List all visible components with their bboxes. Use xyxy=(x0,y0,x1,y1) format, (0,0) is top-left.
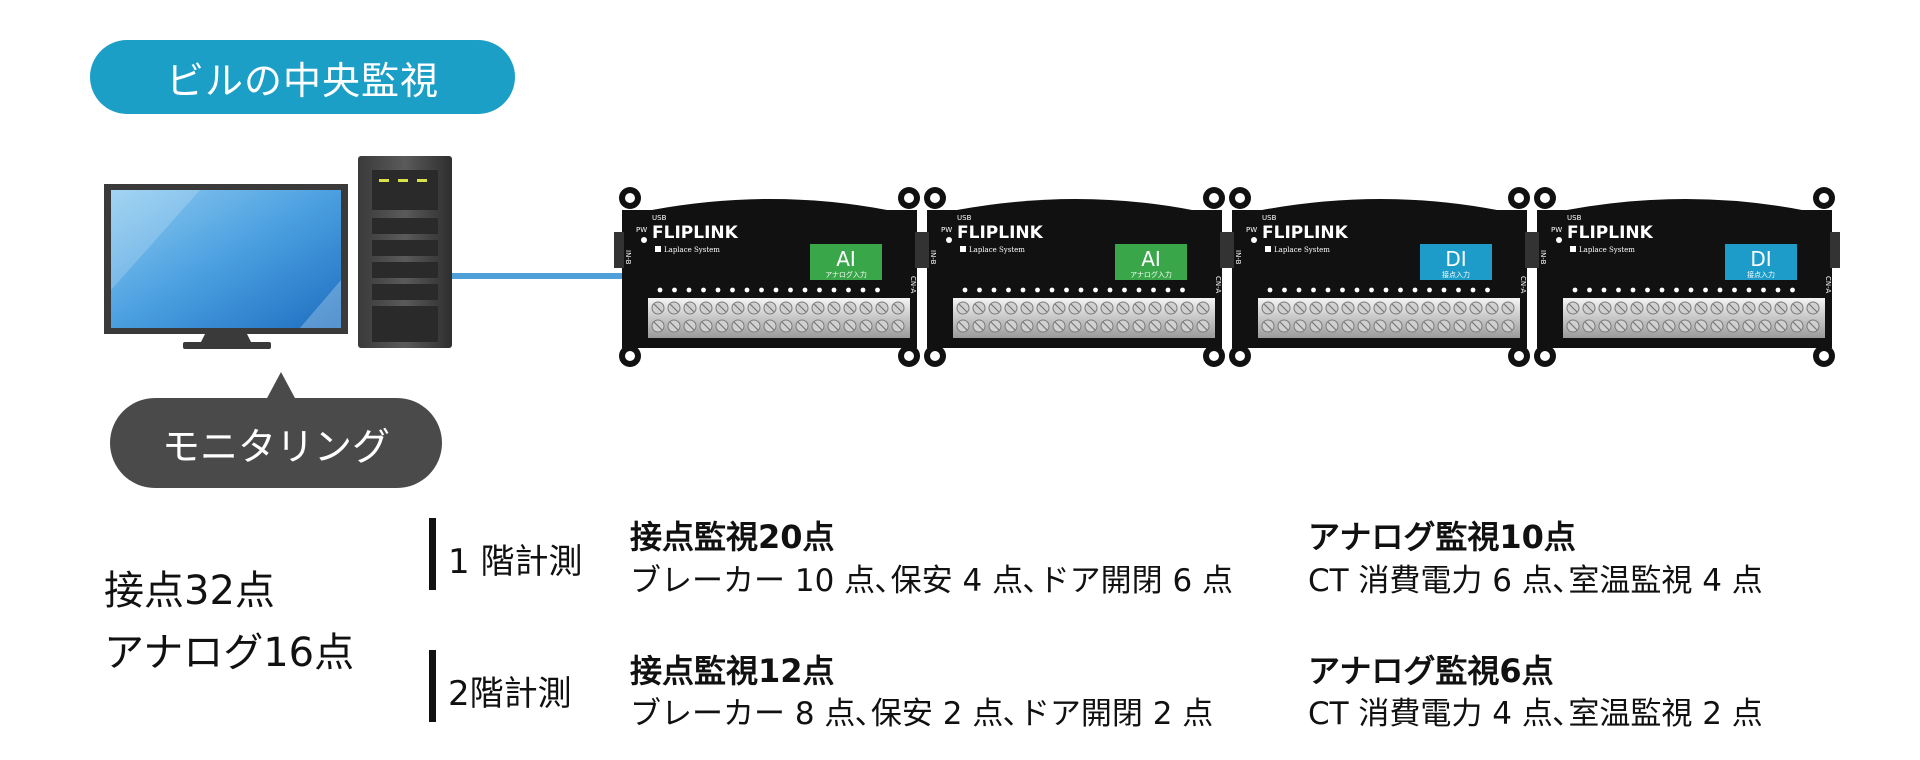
floor-1-analog-title: アナログ監視10点 xyxy=(1308,518,1576,556)
floor-2-analog-title: アナログ監視6点 xyxy=(1308,652,1554,690)
pw-label: PW xyxy=(636,226,647,234)
maker-label: Laplace System xyxy=(1274,246,1330,254)
side-out-label: CN-A xyxy=(1824,276,1832,293)
floor-2-analog-detail: CT 消費電力 4 点､室温監視 2 点 xyxy=(1308,696,1763,732)
side-out-label: CN-A xyxy=(1519,276,1527,293)
brand-label: FLIPLINK xyxy=(1567,223,1654,243)
module-sub-label: アナログ入力 xyxy=(1130,270,1172,279)
side-in-label: IN-B xyxy=(1234,250,1242,265)
pc-tower-icon xyxy=(358,156,452,348)
usb-label: USB xyxy=(1262,214,1277,222)
module-code: AI xyxy=(1141,247,1161,271)
maker-label: Laplace System xyxy=(969,246,1025,254)
module-code: DI xyxy=(1750,247,1771,271)
pw-label: PW xyxy=(1246,226,1257,234)
brand-label: FLIPLINK xyxy=(652,223,739,243)
floor-2-bar xyxy=(429,650,436,722)
maker-label: Laplace System xyxy=(664,246,720,254)
floor-1-analog-detail: CT 消費電力 6 点､室温監視 4 点 xyxy=(1308,563,1763,599)
brand-label: FLIPLINK xyxy=(1262,223,1349,243)
module-sub-label: 接点入力 xyxy=(1442,270,1470,279)
module-badge xyxy=(1420,244,1492,280)
usb-label: USB xyxy=(957,214,972,222)
point-summary: 接点32点 アナログ16点 xyxy=(104,560,354,684)
monitor-icon xyxy=(104,184,348,349)
module-sub-label: 接点入力 xyxy=(1747,270,1775,279)
module-badge xyxy=(1115,244,1187,280)
floor-1-label: 1 階計測 xyxy=(448,542,583,582)
floor-2-label: 2階計測 xyxy=(448,674,572,714)
side-out-label: CN-A xyxy=(909,276,917,293)
side-in-label: IN-B xyxy=(929,250,937,265)
pw-label: PW xyxy=(1551,226,1562,234)
floor-1-contact-detail: ブレーカー 10 点､保安 4 点､ドア開閉 6 点 xyxy=(630,563,1234,599)
brand-label: FLIPLINK xyxy=(957,223,1044,243)
side-out-label: CN-A xyxy=(1214,276,1222,293)
side-in-label: IN-B xyxy=(1539,250,1547,265)
maker-label: Laplace System xyxy=(1579,246,1635,254)
side-in-label: IN-B xyxy=(624,250,632,265)
module-code: DI xyxy=(1445,247,1466,271)
bubble-tail xyxy=(266,372,296,400)
module-badge xyxy=(810,244,882,280)
pw-label: PW xyxy=(941,226,952,234)
floor-1-bar xyxy=(429,518,436,590)
module-sub-label: アナログ入力 xyxy=(825,270,867,279)
network-cable xyxy=(452,273,622,279)
module-code: AI xyxy=(836,247,856,271)
floor-2-contact-title: 接点監視12点 xyxy=(630,652,835,690)
page-title: ビルの中央監視 xyxy=(165,58,439,103)
floor-1-contact-title: 接点監視20点 xyxy=(630,518,835,556)
usb-label: USB xyxy=(652,214,667,222)
monitoring-bubble: モニタリング xyxy=(110,398,442,488)
monitoring-label: モニタリング xyxy=(161,424,390,469)
floor-2-contact-detail: ブレーカー 8 点､保安 2 点､ドア開閉 2 点 xyxy=(630,696,1214,732)
usb-label: USB xyxy=(1567,214,1582,222)
summary-analog-points: アナログ16点 xyxy=(104,630,355,676)
module-badge xyxy=(1725,244,1797,280)
page-title-pill: ビルの中央監視 xyxy=(90,40,515,114)
summary-contact-points: 接点32点 xyxy=(104,568,275,614)
